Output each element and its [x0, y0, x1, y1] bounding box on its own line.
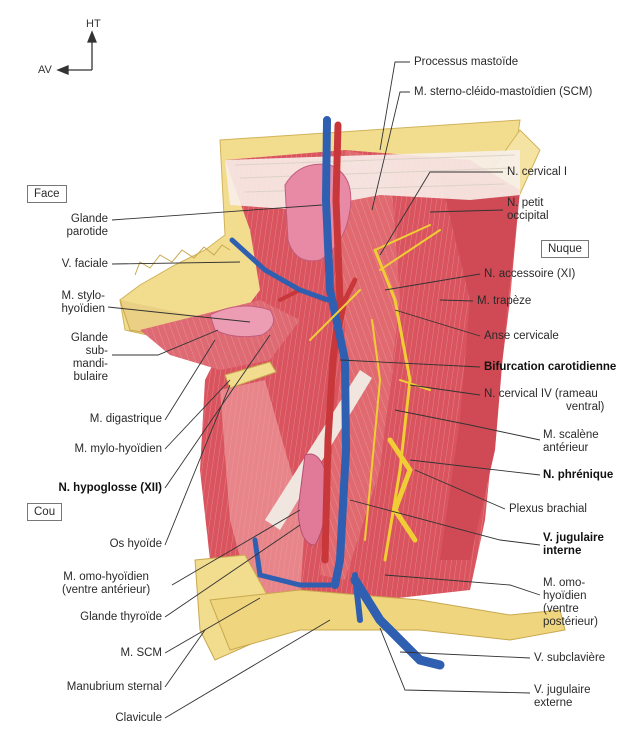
label-processus-mastoide: Processus mastoïde: [414, 56, 519, 68]
region-nuque-box: Nuque: [541, 240, 589, 258]
label-n-phrenique: N. phrénique: [543, 469, 614, 481]
label-m-trapeze: M. trapèze: [477, 295, 532, 307]
label-v-subclaviere: V. subclavière: [534, 652, 606, 664]
orientation-up-label: HT: [86, 18, 101, 30]
neck-muscles: [140, 150, 520, 600]
label-m-mylo-hyoidien: M. mylo-hyoïdien: [74, 443, 162, 455]
nerves: [309, 224, 441, 562]
label-manubrium-sternal: Manubrium sternal: [66, 681, 162, 693]
leader-lines: [107, 61, 541, 719]
label-glande-thyroide: Glande thyroïde: [80, 611, 162, 623]
label-anse-cervicale: Anse cervicale: [484, 330, 559, 342]
label-m-stylo-hyoidien: M. stylo-hyoïdien: [61, 290, 105, 315]
label-m-omo-hyoidien-anterieur: M. omo-hyoïdien(ventre antérieur): [62, 571, 151, 596]
label-v-faciale: V. faciale: [61, 258, 108, 270]
label-os-hyoide: Os hyoïde: [109, 538, 162, 550]
label-m-scm-full: M. sterno-cléido-mastoïdien (SCM): [414, 86, 593, 98]
orientation-front-label: AV: [38, 64, 52, 76]
label-n-accessoire: N. accessoire (XI): [484, 268, 576, 280]
label-n-hypoglosse: N. hypoglosse (XII): [58, 482, 162, 494]
hyoid-sternum-clavicle: [194, 361, 566, 661]
orientation-arrows-icon: [56, 30, 97, 75]
region-cou-box: Cou: [27, 503, 63, 521]
label-m-digastrique: M. digastrique: [89, 413, 162, 425]
label-clavicule: Clavicule: [115, 712, 162, 724]
label-bifurcation-carotidienne: Bifurcation carotidienne: [484, 361, 617, 373]
region-face-box: Face: [27, 185, 67, 203]
label-n-cervical-1: N. cervical I: [507, 166, 568, 178]
label-m-scm-short: M. SCM: [120, 647, 162, 659]
label-plexus-brachial: Plexus brachial: [509, 503, 587, 515]
